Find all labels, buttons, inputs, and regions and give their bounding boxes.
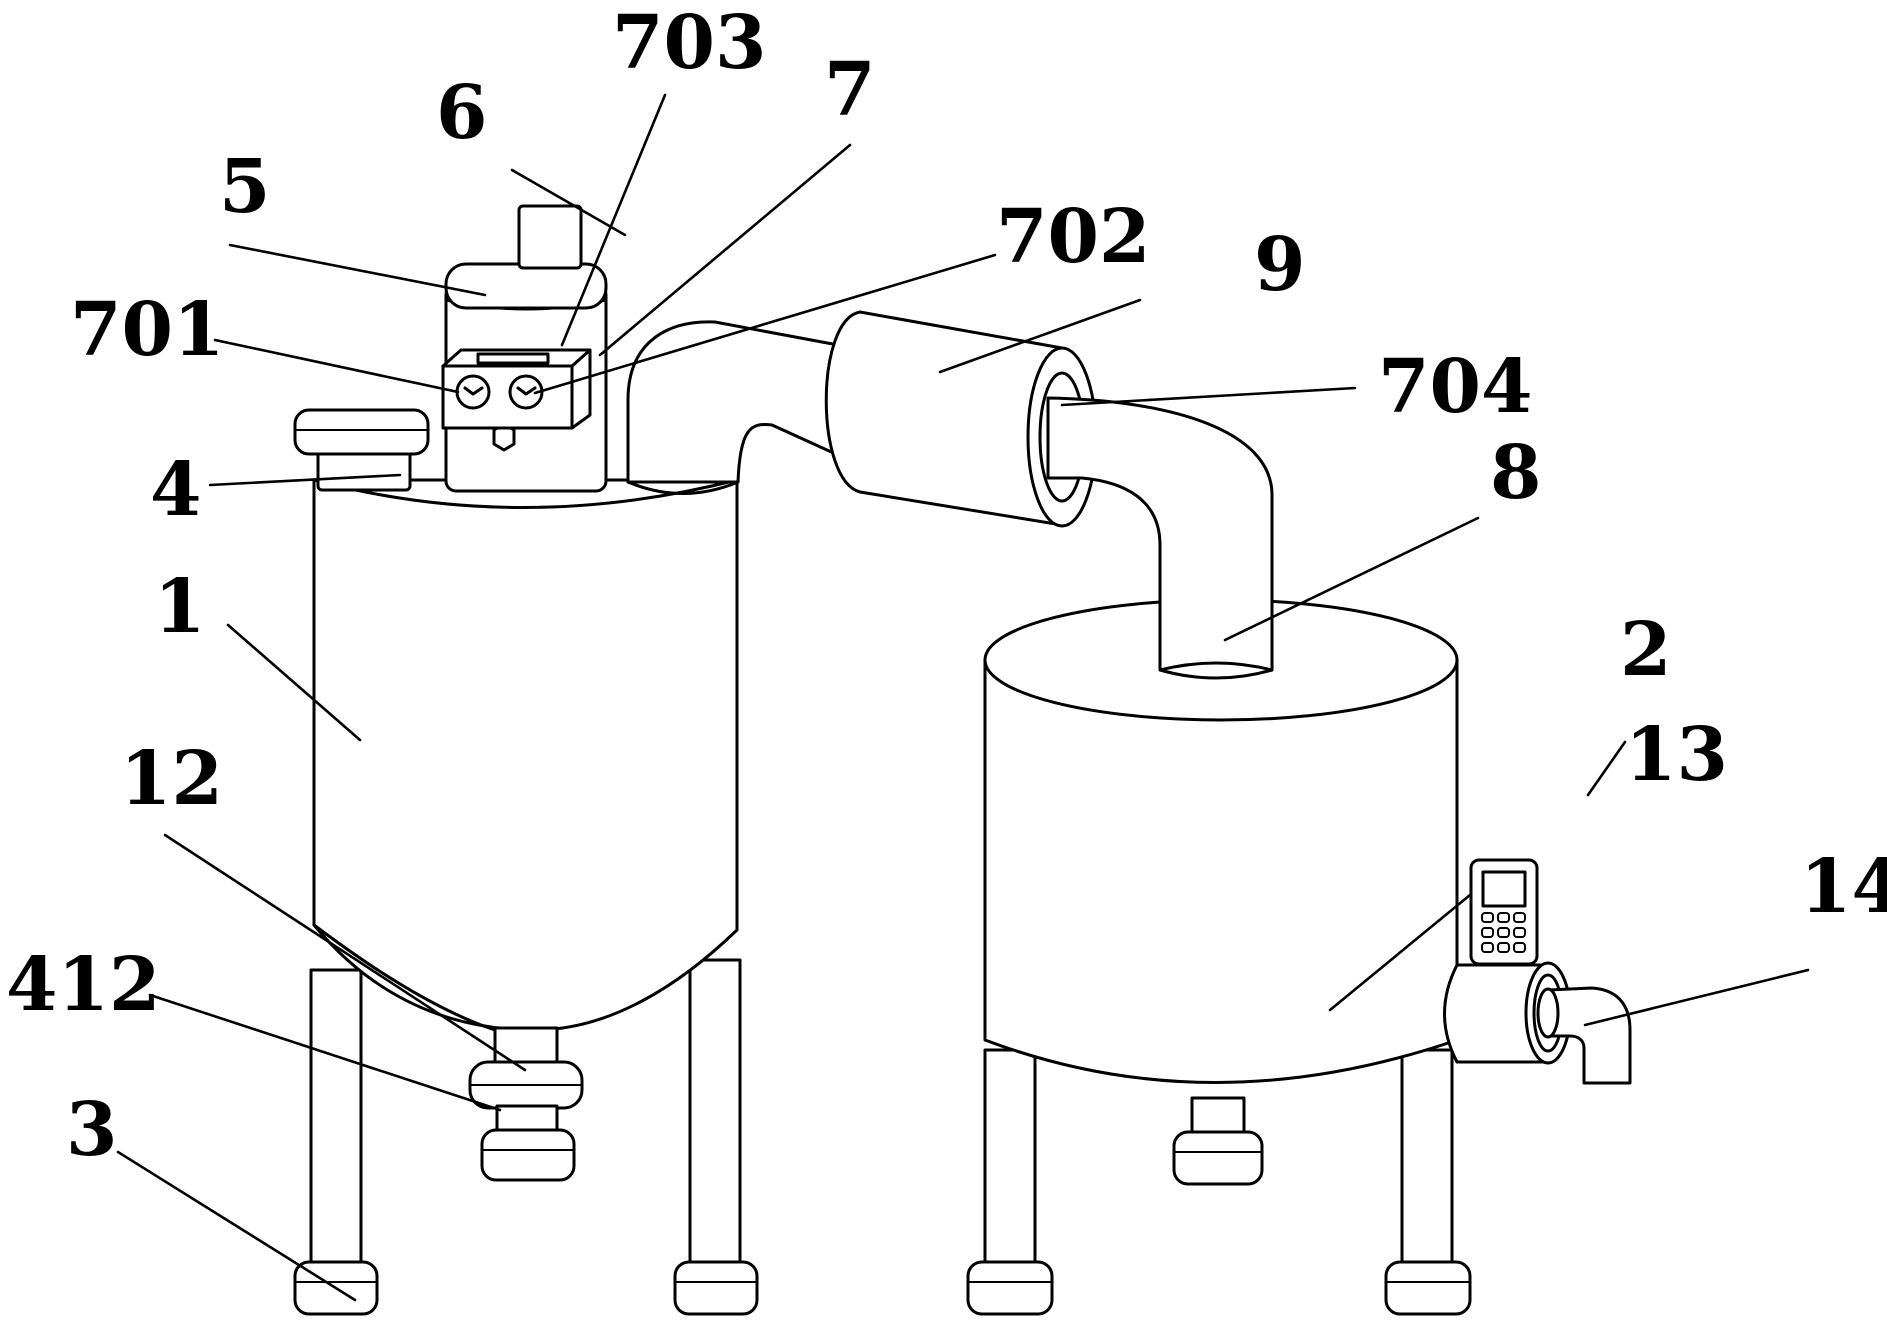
knob-701	[455, 374, 491, 410]
control-box-7	[441, 348, 592, 430]
control-panel-screen	[1481, 870, 1527, 908]
leader-13	[1586, 740, 1627, 797]
tank-1	[293, 408, 759, 1316]
inlet-port-4	[316, 448, 412, 492]
tank-2-leg-right	[1400, 1048, 1454, 1284]
foot-tank-2-right	[1384, 1260, 1472, 1316]
outlet-assembly	[1443, 961, 1632, 1085]
elbow-pipe-8-body	[1046, 396, 1274, 680]
display-703	[476, 352, 550, 365]
cylinder-9-body	[824, 310, 1064, 527]
leader-12	[163, 833, 527, 1072]
leader-14	[1583, 968, 1810, 1027]
label-7: 7	[824, 47, 876, 133]
label-8: 8	[1490, 430, 1542, 516]
label-701: 701	[70, 287, 224, 373]
tank-2-drain-cap	[1172, 1130, 1264, 1186]
leader-3	[116, 1150, 357, 1302]
label-412: 412	[6, 942, 160, 1028]
label-5: 5	[219, 144, 271, 230]
label-703: 703	[612, 0, 766, 86]
tank-1-leg-right	[688, 958, 742, 1284]
leader-2	[1328, 893, 1472, 1012]
transfer-pipe	[626, 320, 840, 495]
inlet-cap-4	[293, 408, 430, 456]
label-2: 2	[1620, 607, 1672, 693]
tank-2-leg-left	[983, 1048, 1037, 1284]
reference-labels: 6 703 7 5 702 9 701 704 8 4 1 2 13 12 14…	[6, 0, 1887, 1173]
label-704: 704	[1378, 344, 1532, 430]
tank-2-body	[983, 658, 1459, 1084]
outlet-neck	[495, 1104, 559, 1134]
label-13: 13	[1625, 712, 1728, 798]
leader-704	[1060, 386, 1357, 407]
leader-7	[598, 143, 852, 357]
elbow-pipe-8	[1046, 396, 1274, 680]
label-14: 14	[1800, 844, 1887, 930]
motor-top-cap	[444, 262, 608, 310]
leader-412	[148, 993, 502, 1112]
leader-5	[228, 243, 487, 297]
label-9: 9	[1254, 222, 1306, 308]
label-12: 12	[120, 736, 223, 822]
tank-1-leg-left	[309, 968, 363, 1284]
leader-702	[533, 253, 997, 395]
leader-8	[1223, 516, 1480, 642]
tank-1-body	[312, 478, 739, 1032]
label-1: 1	[154, 564, 206, 650]
leader-701	[213, 338, 460, 394]
tank-1-cone-line	[312, 923, 497, 1032]
leader-lines	[116, 93, 1810, 1302]
leader-4	[208, 473, 402, 487]
label-4: 4	[150, 447, 202, 533]
foot-tank-2-left	[966, 1260, 1054, 1316]
label-6: 6	[436, 70, 488, 156]
leader-9	[938, 298, 1142, 374]
leader-6	[510, 168, 627, 237]
outlet-sleeve	[1443, 963, 1550, 1064]
control-panel-keypad	[1481, 912, 1526, 953]
outlet-cap	[480, 1128, 576, 1182]
label-3: 3	[66, 1087, 118, 1173]
leader-703	[560, 93, 667, 347]
transfer-pipe-body	[626, 320, 840, 484]
outlet-pipe-14	[1546, 986, 1632, 1085]
motor-shaft-6	[517, 204, 583, 270]
control-panel	[1469, 858, 1539, 966]
foot-tank-1-right	[673, 1260, 759, 1316]
label-702: 702	[996, 194, 1150, 280]
leader-1	[226, 623, 362, 742]
